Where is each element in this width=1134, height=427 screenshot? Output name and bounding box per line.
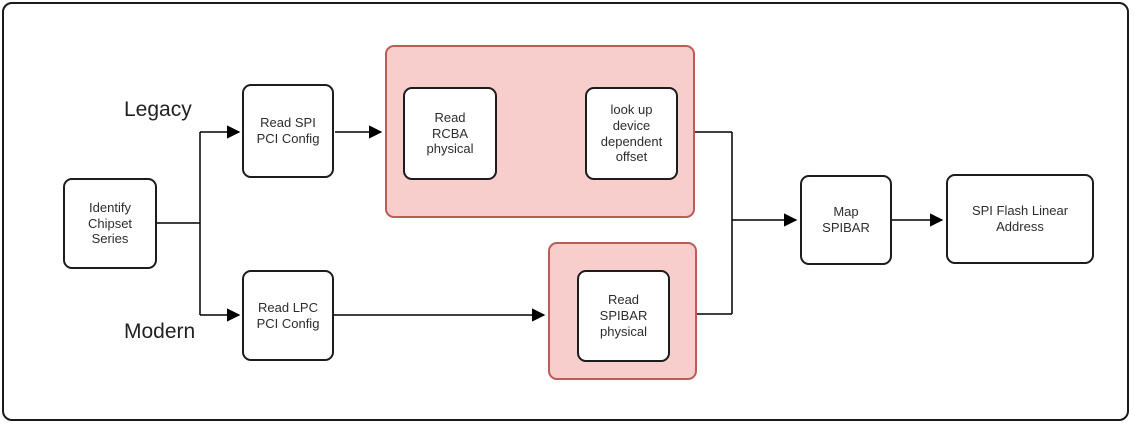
node-map-spibar: Map SPIBAR xyxy=(800,175,892,265)
node-read-spi-pci-config: Read SPI PCI Config xyxy=(242,84,334,178)
branch-label-legacy: Legacy xyxy=(124,98,192,121)
node-read-spibar-physical: Read SPIBAR physical xyxy=(577,270,670,362)
node-identify-chipset-series: Identify Chipset Series xyxy=(63,178,157,269)
node-read-lpc-pci-config: Read LPC PCI Config xyxy=(242,270,334,361)
node-read-rcba-physical: Read RCBA physical xyxy=(403,87,497,180)
node-spi-flash-linear-address: SPI Flash Linear Address xyxy=(946,174,1094,264)
node-lookup-device-dependent-offset: look up device dependent offset xyxy=(585,87,678,180)
outer-border xyxy=(2,2,1129,421)
branch-label-modern: Modern xyxy=(124,320,196,343)
